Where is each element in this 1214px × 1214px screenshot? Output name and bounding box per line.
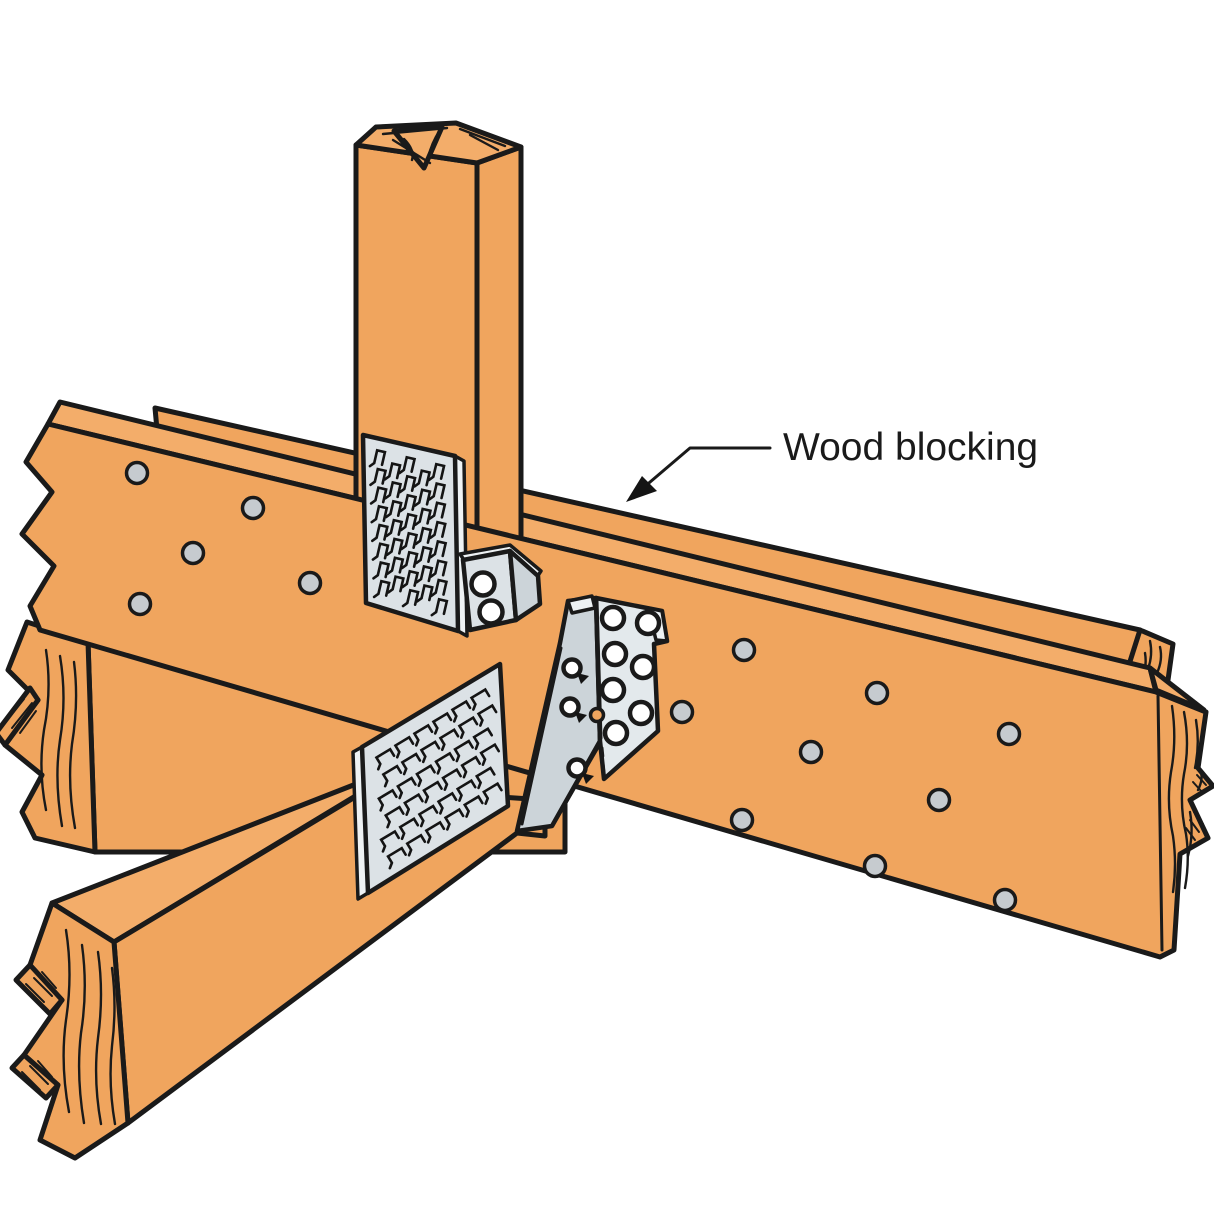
hanger-seat-fold — [554, 742, 602, 822]
joist-hanger — [514, 594, 670, 834]
angle-bracket — [458, 543, 543, 633]
hanger-center-nail-hole — [588, 706, 606, 724]
nail-heads — [124, 460, 1022, 913]
diagonal-joist-splinter — [9, 1052, 61, 1101]
wood-blocking-label: Wood blocking — [783, 426, 1038, 469]
middle-joist-splinter — [0, 685, 41, 748]
hanger-prong-holes — [559, 657, 594, 784]
nail-plate-lower — [351, 661, 511, 901]
hanger-flange-fold — [520, 646, 563, 826]
callout-wood-blocking: Wood blocking — [626, 426, 1038, 502]
leader-arrowhead — [626, 476, 657, 502]
bracket-hole — [469, 570, 497, 598]
bracket-hole — [477, 598, 505, 626]
diagonal-joist-splinter — [13, 962, 65, 1017]
middle-joist-end-grain — [2, 619, 98, 855]
diagonal-joist — [9, 781, 548, 1161]
leader-line — [634, 446, 772, 496]
nail-plate-upper — [360, 432, 469, 638]
front-beam-end-arris — [1156, 694, 1164, 952]
